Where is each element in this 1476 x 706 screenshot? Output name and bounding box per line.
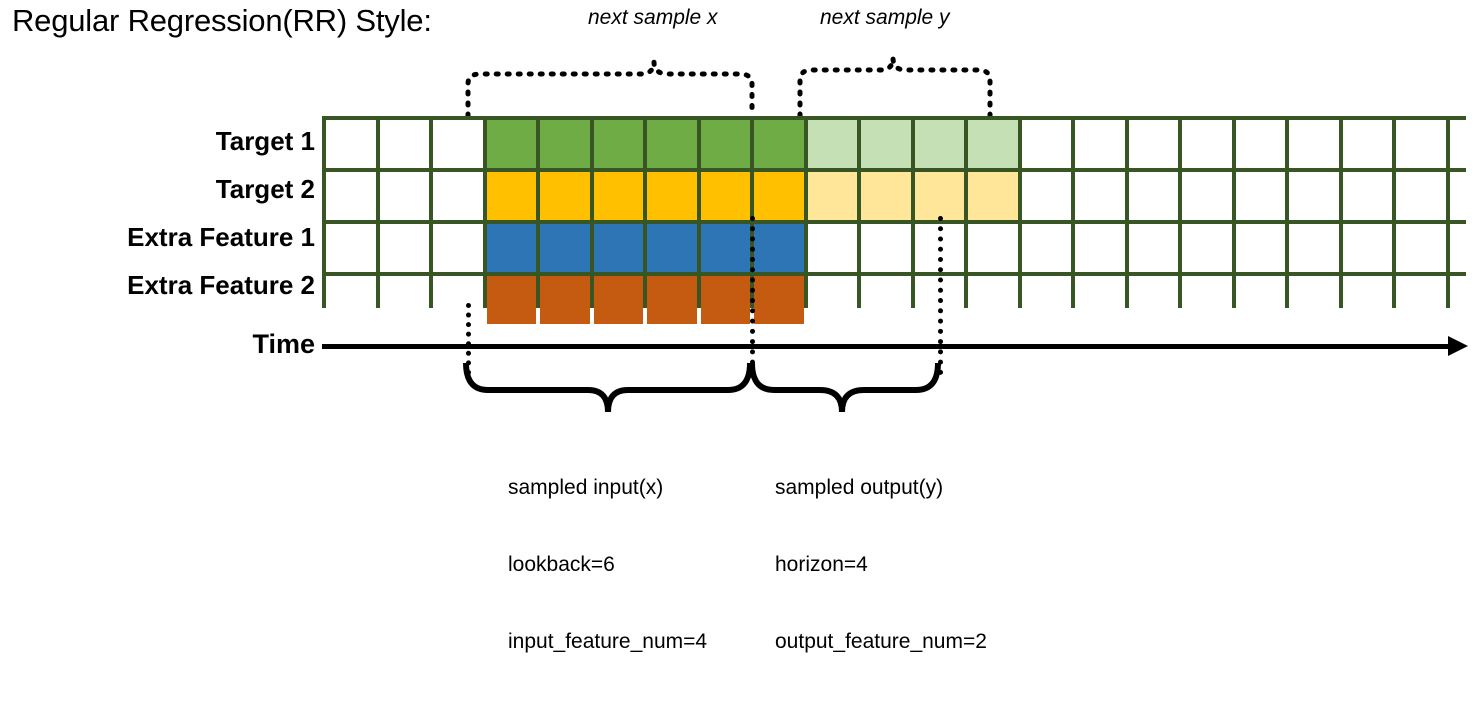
brace-sampled-input [466,363,750,412]
caption-sampled-output-line3: output_feature_num=2 [775,629,987,655]
caption-sampled-output: sampled output(y) horizon=4 output_featu… [775,424,987,706]
caption-sampled-input: sampled input(x) lookback=6 input_featur… [508,424,707,706]
bottom-brace-group [0,0,1476,516]
caption-sampled-output-line1: sampled output(y) [775,475,987,501]
caption-sampled-output-line2: horizon=4 [775,552,987,578]
brace-sampled-output [752,363,938,412]
caption-sampled-input-line3: input_feature_num=4 [508,629,707,655]
caption-sampled-input-line1: sampled input(x) [508,475,707,501]
diagram-canvas: Regular Regression(RR) Style: next sampl… [0,0,1476,516]
caption-sampled-input-line2: lookback=6 [508,552,707,578]
